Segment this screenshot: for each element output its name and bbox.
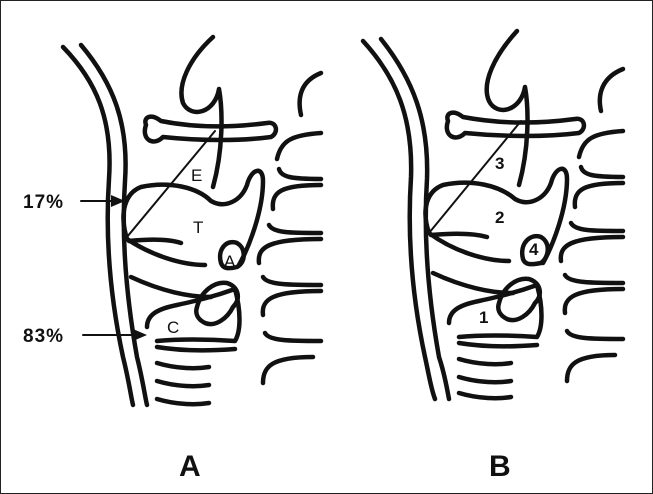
trachea-ring-b-1 xyxy=(459,343,537,346)
tongue-lower xyxy=(127,239,205,265)
nasal-outline-b xyxy=(487,31,528,185)
label-1: 1 xyxy=(479,308,488,327)
trachea-ring-2 xyxy=(157,363,209,368)
vertebra-b-3 xyxy=(575,183,623,207)
vertebra-a-gap-1 xyxy=(279,169,321,179)
flow-line-b xyxy=(429,121,521,233)
vertebra-b-gap-3 xyxy=(565,275,623,283)
label-c: C xyxy=(167,318,179,337)
label-2: 2 xyxy=(495,208,504,227)
trachea-ring-1 xyxy=(157,347,235,350)
label-t: T xyxy=(193,218,203,237)
tongue-tip xyxy=(129,240,181,243)
panel-b-title: B xyxy=(489,450,511,483)
floor-line-b xyxy=(433,273,513,293)
vertebra-b-5 xyxy=(565,289,623,313)
arrow-83-head xyxy=(133,329,147,341)
label-e: E xyxy=(191,166,202,185)
percent-83-label: 83% xyxy=(23,326,64,347)
panel-b-diagram: 3 2 4 1 B xyxy=(363,31,623,483)
vertebra-a-gap-4 xyxy=(265,333,321,341)
vertebra-a-5 xyxy=(263,291,321,315)
tongue-tip-b xyxy=(431,234,487,237)
trachea-ring-b-4 xyxy=(459,393,511,398)
panel-a-title: A xyxy=(179,450,201,483)
panel-a-diagram: E T A C 17% 83% A xyxy=(23,37,321,483)
floor-line xyxy=(131,277,211,297)
vertebra-b-1 xyxy=(600,69,623,111)
vertebra-b-6 xyxy=(567,355,615,381)
vertebra-a-4 xyxy=(259,239,321,263)
vertebra-a-3 xyxy=(273,185,321,209)
vertebra-a-gap-3 xyxy=(263,277,321,285)
palate-bone-b xyxy=(447,113,584,138)
pharyngeal-wall-inner-b xyxy=(381,39,449,399)
vertebra-b-4 xyxy=(561,237,623,261)
label-a: A xyxy=(224,252,236,271)
vertebra-b-2 xyxy=(579,131,623,157)
label-3: 3 xyxy=(495,154,504,173)
label-4: 4 xyxy=(529,240,539,259)
trachea-ring-4 xyxy=(157,399,209,404)
vertebra-a-gap-2 xyxy=(269,225,321,233)
vertebra-b-gap-1 xyxy=(581,167,623,177)
percent-17-label: 17% xyxy=(23,192,64,213)
trachea-ring-b-2 xyxy=(459,359,511,364)
vertebra-b-gap-2 xyxy=(571,223,623,231)
vertebra-b-gap-4 xyxy=(567,331,623,339)
vertebra-a-1 xyxy=(300,73,321,115)
trachea-ring-3 xyxy=(157,381,209,386)
vertebra-a-2 xyxy=(277,133,321,159)
tongue-lower-b xyxy=(429,233,509,261)
vertebra-a-6 xyxy=(263,357,313,383)
trachea-ring-b-3 xyxy=(459,377,511,382)
